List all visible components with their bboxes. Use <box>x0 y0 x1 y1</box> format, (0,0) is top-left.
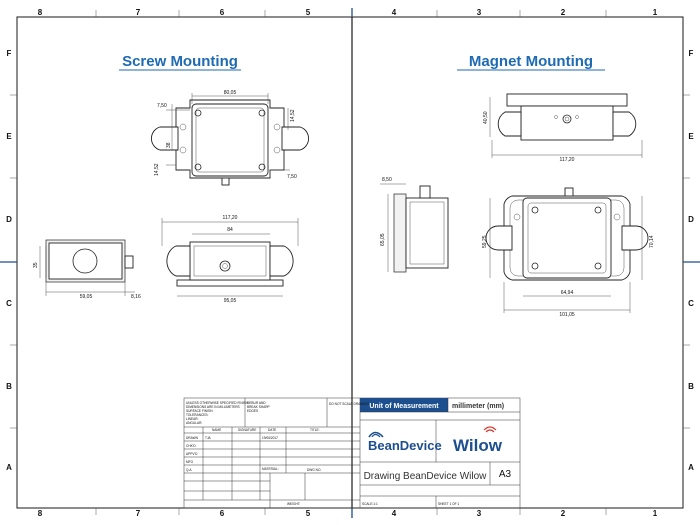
col-label-bottom: 8 <box>38 509 43 518</box>
dim-screw-front-total: 117,20 <box>223 215 238 221</box>
tb-deburr: BREAK SHARP <box>247 405 270 409</box>
tb-scale: SCALE:1:1 <box>362 502 378 506</box>
row-label-right: E <box>688 132 694 141</box>
dim-mag-side-offset: 8,50 <box>382 177 392 183</box>
magnet-front-view <box>485 187 649 313</box>
zone-dividers <box>10 10 690 515</box>
row-label-left: E <box>6 132 12 141</box>
dim-screw-top-width: 80,05 <box>224 90 237 96</box>
tb-note: ANGULAR: <box>186 421 202 425</box>
tb-row-label: APPV'D <box>186 452 198 456</box>
dim-mag-front-inner: 64,94 <box>561 290 574 296</box>
dim-screw-side-conn: 8,16 <box>131 294 141 300</box>
dim-screw-right-offset: 14,52 <box>290 109 296 122</box>
screw-side-view <box>39 239 135 296</box>
title-block-text: UNLESS OTHERWISE SPECIFIED FINISH: DIMEN… <box>186 401 459 506</box>
tb-header-name: NAME <box>212 428 221 432</box>
dim-screw-side-height: 35 <box>33 262 39 268</box>
row-label-right: A <box>688 463 694 472</box>
row-label-right: F <box>689 49 694 58</box>
dim-screw-right-low: 7,50 <box>287 174 297 180</box>
row-label-right: D <box>688 215 694 224</box>
tb-dwg-no: DWG NO. <box>307 468 321 472</box>
drawing-title: Drawing BeanDevice Wilow <box>364 471 488 482</box>
tb-row-label: CHK'D <box>186 444 196 448</box>
screw-mounting-heading: Screw Mounting <box>122 53 238 70</box>
row-label-right: B <box>688 382 694 391</box>
col-label-bottom: 4 <box>392 509 397 518</box>
col-label-top: 8 <box>38 8 43 17</box>
tb-row-label: MFG <box>186 460 194 464</box>
dim-screw-front-inner: 84 <box>227 227 233 233</box>
tb-note: LINEAR: <box>186 417 199 421</box>
magnet-top-view <box>489 93 643 158</box>
row-label-left: C <box>6 299 12 308</box>
dim-screw-left-height: 38 <box>166 142 172 148</box>
row-label-left: A <box>6 463 12 472</box>
dim-mag-top-width: 117,20 <box>560 157 575 163</box>
col-label-bottom: 3 <box>477 509 482 518</box>
row-label-left: B <box>6 382 12 391</box>
col-label-top: 6 <box>220 8 225 17</box>
tb-header-date: DATE <box>268 428 276 432</box>
col-label-top: 1 <box>653 8 658 17</box>
dim-screw-side-width: 59,05 <box>80 294 93 300</box>
tb-note: SURFACE FINISH: <box>186 409 213 413</box>
tb-weight: WEIGHT: <box>287 502 300 506</box>
dim-mag-top-height: 40,50 <box>483 111 489 124</box>
beandevice-logo-text: BeanDevice <box>368 438 442 453</box>
wilow-logo: Wilow <box>453 426 503 455</box>
col-label-top: 5 <box>306 8 311 17</box>
tb-note: TOLERANCES: <box>186 413 209 417</box>
beandevice-logo: BeanDevice <box>368 431 442 453</box>
tb-note: DIMENSIONS ARE IN MILLIMETERS <box>186 405 240 409</box>
tb-row-label: DRAWN <box>186 436 199 440</box>
screw-top-view <box>151 93 309 186</box>
col-label-top: 7 <box>136 8 141 17</box>
col-label-bottom: 5 <box>306 509 311 518</box>
tb-drawn-date: 19/06/2017 <box>262 436 278 440</box>
sheet-size: A3 <box>499 469 512 480</box>
row-label-left: D <box>6 215 12 224</box>
unit-of-measurement-value: millimeter (mm) <box>452 403 504 410</box>
screw-front-view <box>161 218 299 297</box>
wilow-logo-text: Wilow <box>453 436 503 455</box>
row-label-right: C <box>688 299 694 308</box>
col-label-bottom: 6 <box>220 509 225 518</box>
tb-header-title: TITLE: <box>310 428 320 432</box>
title-block <box>183 397 521 509</box>
dim-screw-front-base: 95,05 <box>224 298 237 304</box>
tb-header-signature: SIGNATURE <box>238 428 256 432</box>
magnet-mounting-heading: Magnet Mounting <box>469 53 593 70</box>
col-label-top: 4 <box>392 8 397 17</box>
magnet-side-view <box>380 183 449 273</box>
col-label-top: 2 <box>561 8 566 17</box>
dim-screw-top-offset: 7,50 <box>157 103 167 109</box>
col-label-bottom: 2 <box>561 509 566 518</box>
tb-deburr: EDGES <box>247 409 258 413</box>
dim-screw-left-low: 14,52 <box>154 163 160 176</box>
unit-of-measurement-label: Unit of Measurement <box>369 403 439 410</box>
tb-do-not-scale: DO NOT SCALE DRAWING <box>329 402 369 406</box>
col-label-bottom: 1 <box>653 509 658 518</box>
dim-mag-front-total: 101,05 <box>559 312 575 318</box>
dim-mag-side-height: 65,05 <box>380 233 386 246</box>
row-label-left: F <box>7 49 12 58</box>
tb-note: UNLESS OTHERWISE SPECIFIED FINISH: <box>186 401 249 405</box>
dim-mag-front-height: 59,25 <box>482 235 488 248</box>
unit-of-measurement-bar <box>360 398 448 412</box>
tb-deburr: DEBUR AND <box>247 401 266 405</box>
col-label-bottom: 7 <box>136 509 141 518</box>
tb-material: MATERIAL: <box>262 467 279 471</box>
tb-drawn-name: TJA <box>205 436 212 440</box>
tb-sheet: SHEET 1 OF 1 <box>438 502 459 506</box>
col-label-top: 3 <box>477 8 482 17</box>
tb-row-label: Q.A <box>186 468 192 472</box>
dim-mag-front-right: 70,14 <box>649 235 655 248</box>
